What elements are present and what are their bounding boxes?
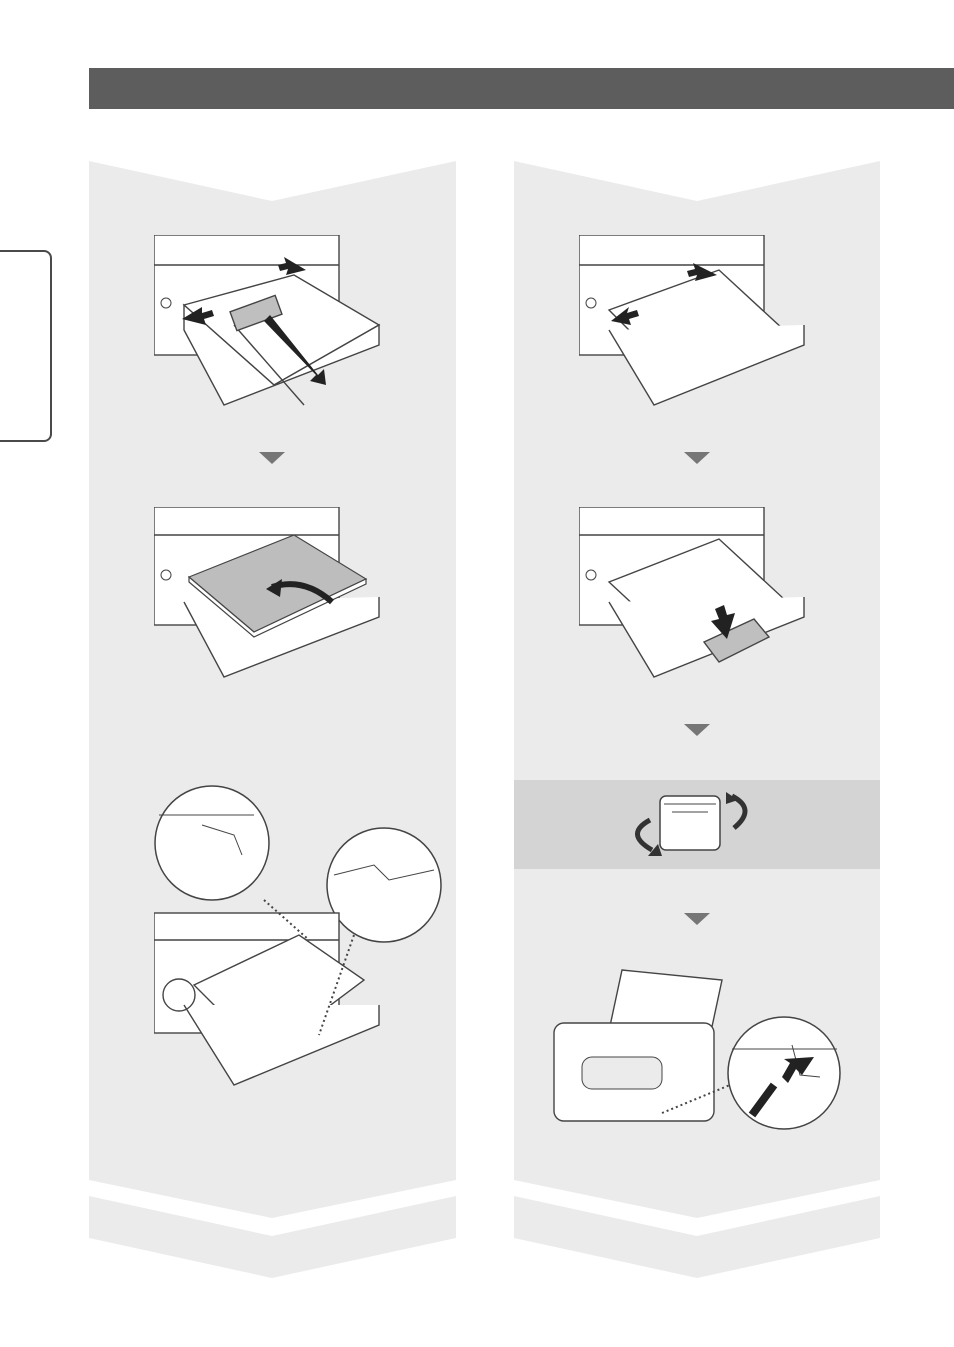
illustration-align-guides (579, 235, 809, 410)
illustration-turn-printer (622, 784, 762, 864)
illustration-load-paper (154, 507, 384, 682)
illustration-connect-power (552, 965, 842, 1130)
rotate-icon (637, 820, 652, 850)
illustration-adjust-guides (154, 235, 384, 410)
illustration-check-load-limit (154, 785, 444, 1090)
illustration-push-cover (579, 507, 809, 682)
